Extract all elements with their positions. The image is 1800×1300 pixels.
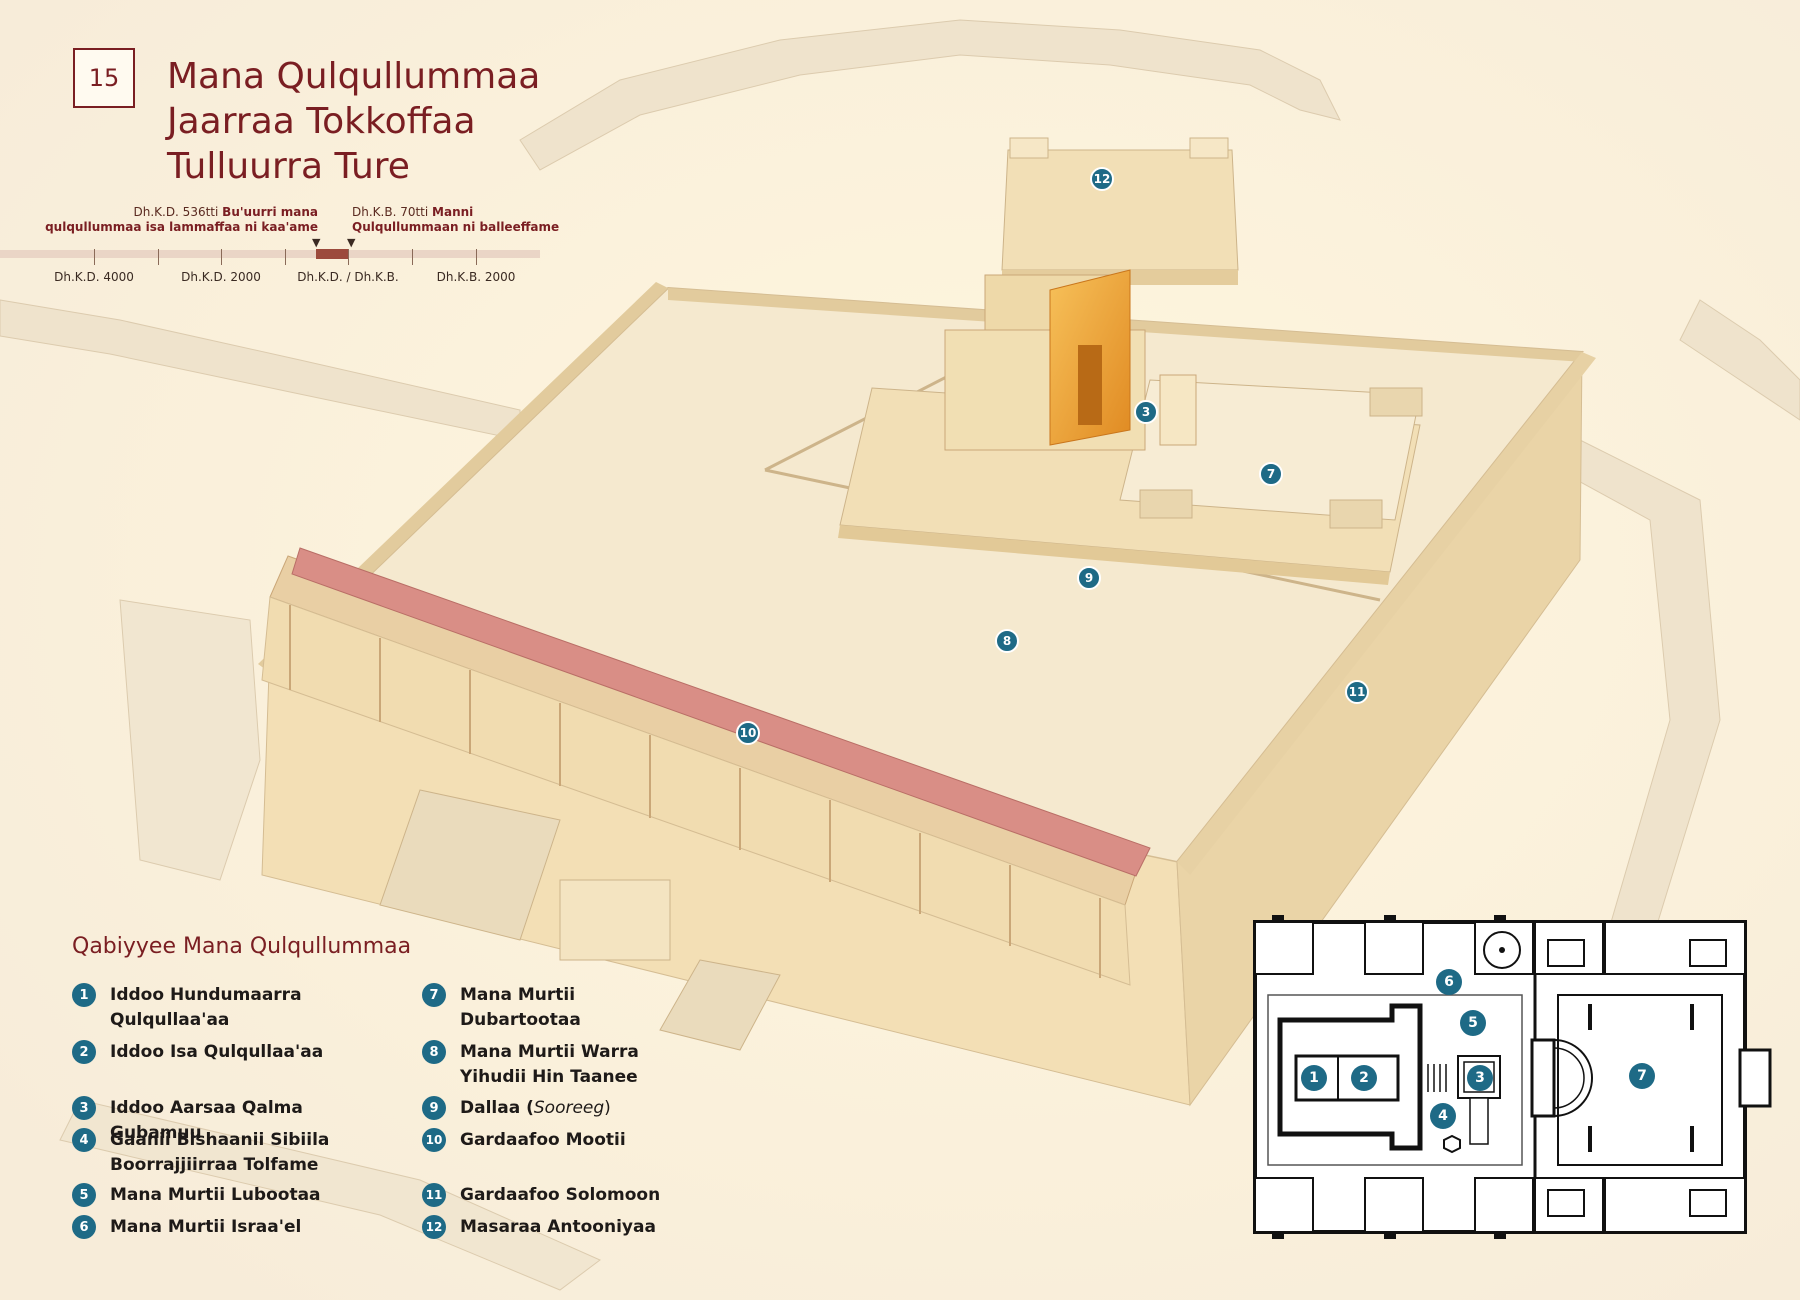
timeline-bar: [0, 250, 540, 258]
plan-callout-5: 5: [1460, 1010, 1486, 1036]
legend-label: Gardaafoo Mootii: [460, 1130, 626, 1150]
plan-callout-3: 3: [1467, 1065, 1493, 1091]
callout-3: 3: [1134, 400, 1158, 424]
callout-10: 10: [736, 721, 760, 745]
legend-item-3: 3 Iddoo Aarsaa Qalma Gubamuu: [72, 1096, 400, 1146]
page-title: Mana Qulqullummaa Jaarraa Tokkoffaa Tull…: [167, 54, 587, 189]
title-line: Jaarraa Tokkoffaa: [167, 101, 476, 142]
event-date: Dh.K.D. 536tti: [133, 205, 219, 219]
legend-label: Mana Murtii Israa'el: [110, 1217, 302, 1237]
timeline-tick-label: Dh.K.D. 4000: [54, 270, 134, 284]
legend-badge: 2: [72, 1040, 96, 1064]
legend-label: Masaraa Antooniyaa: [460, 1217, 656, 1237]
legend-item-11: 11 Gardaafoo Solomoon: [422, 1183, 750, 1208]
plan-callout-6: 6: [1436, 969, 1462, 995]
map-number-box: 15: [73, 48, 135, 108]
legend-title: Qabiyyee Mana Qulqullummaa: [72, 934, 412, 959]
legend-item-5: 5 Mana Murtii Lubootaa: [72, 1183, 400, 1208]
legend-item-6: 6 Mana Murtii Israa'el: [72, 1215, 400, 1240]
timeline-event-founding: Dh.K.D. 536tti Bu'uurri mana qulqullumma…: [40, 205, 318, 235]
title-line: Tulluurra Ture: [167, 146, 410, 187]
legend-item-12: 12 Masaraa Antooniyaa: [422, 1215, 750, 1240]
legend-badge: 7: [422, 983, 446, 1007]
southern-stairs: [379, 789, 781, 1051]
plan-callout-4: 4: [1430, 1103, 1456, 1129]
callout-8: 8: [995, 629, 1019, 653]
event-text: qulqullummaa isa lammaffaa ni kaa'ame: [45, 220, 318, 234]
legend-badge: 9: [422, 1096, 446, 1120]
sanctuary-building: [944, 269, 1197, 451]
legend-badge: 3: [72, 1096, 96, 1120]
event-text: Bu'uurri mana: [222, 205, 318, 219]
timeline-tick: [348, 249, 349, 265]
legend-item-9: 9 Dallaa (Sooreeg): [422, 1096, 750, 1121]
legend-badge: 5: [72, 1183, 96, 1207]
plan-callout-2: 2: [1351, 1065, 1377, 1091]
event-text: Qulqullummaan ni balleeffame: [352, 220, 560, 234]
legend-badge: 6: [72, 1215, 96, 1239]
legend-badge: 10: [422, 1128, 446, 1152]
timeline-tick: [94, 249, 95, 265]
event-text: Manni: [432, 205, 474, 219]
timeline-tick: [221, 249, 222, 265]
timeline-event-destruction: Dh.K.B. 70tti Manni Qulqullummaan ni bal…: [352, 205, 559, 235]
legend-item-10: 10 Gardaafoo Mootii: [422, 1128, 750, 1153]
timeline-marker-icon: ▼: [347, 236, 356, 249]
plan-callout-1: 1: [1301, 1065, 1327, 1091]
timeline-tick: [476, 249, 477, 265]
timeline-marker-icon: ▼: [312, 236, 321, 249]
callout-7: 7: [1259, 462, 1283, 486]
callout-11: 11: [1345, 680, 1369, 704]
timeline-tick: [158, 249, 159, 265]
legend-badge: 4: [72, 1128, 96, 1152]
timeline-tick-label: Dh.K.B. 2000: [436, 270, 516, 284]
legend-label: Dallaa (Sooreeg): [460, 1098, 611, 1118]
legend-badge: 1: [72, 983, 96, 1007]
legend-label: Iddoo Aarsaa Qalma Gubamuu: [110, 1098, 303, 1143]
royal-portico: [261, 547, 1151, 986]
timeline-highlight-segment: [316, 249, 349, 259]
timeline-tick: [285, 249, 286, 265]
legend-item-2: 2 Iddoo Isa Qulqullaa'aa: [72, 1040, 400, 1065]
legend-label: Gardaafoo Solomoon: [460, 1185, 661, 1205]
legend-label: Mana Murtii Lubootaa: [110, 1185, 321, 1205]
legend-badge: 11: [422, 1183, 446, 1207]
legend-label: Iddoo Isa Qulqullaa'aa: [110, 1042, 324, 1062]
timeline-tick: [412, 249, 413, 265]
timeline-tick-label: Dh.K.D. / Dh.K.B.: [297, 270, 399, 284]
plan-callout-7: 7: [1629, 1063, 1655, 1089]
timeline-tick-label: Dh.K.D. 2000: [181, 270, 261, 284]
event-date: Dh.K.B. 70tti: [352, 205, 429, 219]
callout-9: 9: [1077, 566, 1101, 590]
legend-badge: 8: [422, 1040, 446, 1064]
legend-badge: 12: [422, 1215, 446, 1239]
title-line: Mana Qulqullummaa: [167, 56, 541, 97]
city-walls: [0, 19, 1800, 1291]
antonia-fortress: [1001, 137, 1239, 285]
callout-12: 12: [1090, 167, 1114, 191]
floor-plan-inset: [1253, 915, 1772, 1239]
